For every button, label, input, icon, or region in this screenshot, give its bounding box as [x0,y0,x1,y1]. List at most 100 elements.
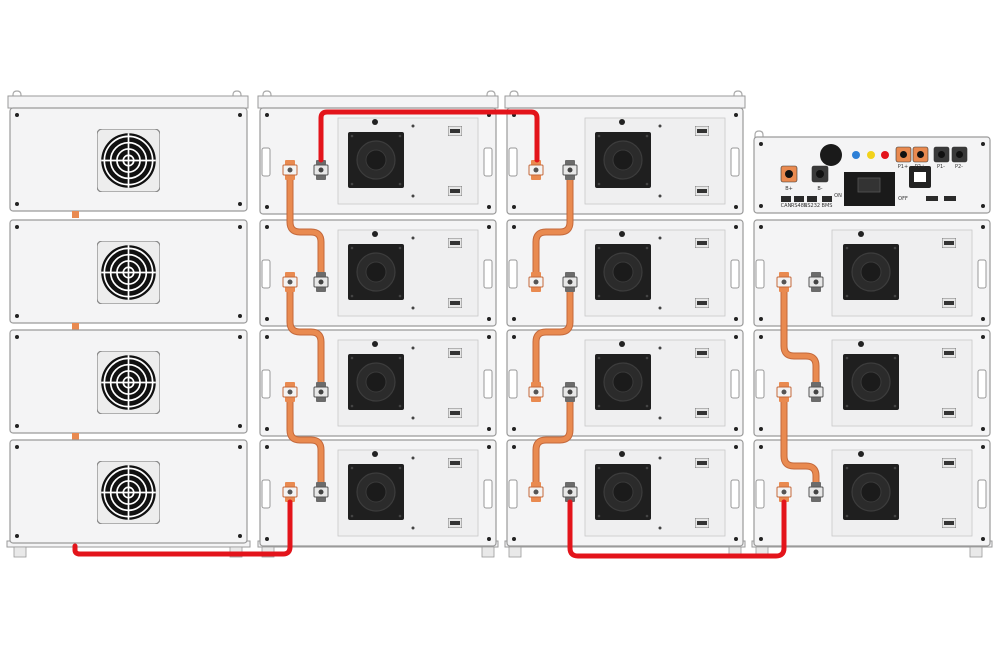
status-led [372,341,378,347]
port-icon [695,186,709,196]
stack-top [504,95,746,109]
port-icon [942,298,956,308]
screw-icon [759,537,763,541]
terminal-socket [917,151,924,158]
screw-icon [734,427,738,431]
series-cable [533,279,573,385]
screw-icon [238,445,242,449]
fan-icon [595,464,651,520]
screw-icon [238,424,242,428]
screw-icon [734,225,738,229]
side-handle [508,147,518,177]
screw-icon [15,335,19,339]
port-icon [448,238,462,248]
bms-port-icon [926,196,938,201]
terminal-icon [313,482,329,502]
screw-icon [981,204,985,208]
panel-label: CAN [781,203,792,209]
status-led [619,119,625,125]
status-led [372,119,378,125]
screw-icon [238,225,242,229]
side-handle [508,259,518,289]
side-handle [483,479,493,509]
status-led [372,231,378,237]
foot [481,546,495,558]
screw-icon [265,317,269,321]
side-handle [261,259,271,289]
port-icon [448,348,462,358]
panel-label: P2+ [915,164,925,170]
terminal-icon [776,382,792,402]
battery-module [506,439,744,547]
screw-icon [734,335,738,339]
panel-label: OFF [898,196,908,202]
screw-icon [265,225,269,229]
side-handle [977,369,987,399]
side-handle [261,369,271,399]
port-icon [942,348,956,358]
indicator-led [881,151,889,159]
screw-icon [487,537,491,541]
screw-icon [265,537,269,541]
terminal-icon [808,482,824,502]
fan-icon [843,244,899,300]
screw-icon [759,204,763,208]
battery-module [259,107,497,215]
port-icon [695,518,709,528]
terminal-icon [776,272,792,292]
port-icon [942,518,956,528]
indicator-led [852,151,860,159]
terminal-icon [528,482,544,502]
screw-icon [512,225,516,229]
side-handle [730,479,740,509]
power-button-icon [820,144,842,166]
screw-icon [734,317,738,321]
series-cables [286,168,820,496]
panel-label: P1- [937,164,945,170]
series-cable [287,169,324,275]
screw-icon [759,225,763,229]
side-handle [730,147,740,177]
side-handle [483,147,493,177]
screw-icon [15,113,19,117]
battery-module [259,219,497,327]
terminal-icon [528,272,544,292]
terminal-icon [313,382,329,402]
battery-module [506,329,744,437]
terminal-icon [313,160,329,180]
screw-icon [512,317,516,321]
series-cable [781,279,819,385]
screw-icon [487,335,491,339]
screw-icon [411,456,415,460]
screw-icon [981,537,985,541]
terminal-icon [282,272,298,292]
foot [13,546,27,558]
status-led [372,451,378,457]
panel-label: P1+ [898,164,908,170]
screw-icon [512,205,516,209]
fan-icon [843,354,899,410]
side-handle [261,479,271,509]
screw-icon [15,534,19,538]
terminal-socket [900,151,907,158]
stack-2 [257,90,499,558]
fan-icon [843,464,899,520]
side-handle [730,369,740,399]
port-icon [695,298,709,308]
screw-icon [759,445,763,449]
screw-icon [15,314,19,318]
screw-icon [512,335,516,339]
screw-icon [238,202,242,206]
fan-grille-icon [97,241,160,304]
fan-icon [595,132,651,188]
terminal-icon [562,272,578,292]
screw-icon [734,445,738,449]
screw-icon [981,427,985,431]
screw-icon [265,445,269,449]
side-handle [755,259,765,289]
screw-icon [265,427,269,431]
fan-grille-icon [97,351,160,414]
screw-icon [487,445,491,449]
screw-icon [658,236,662,240]
stack-1 [6,90,251,558]
